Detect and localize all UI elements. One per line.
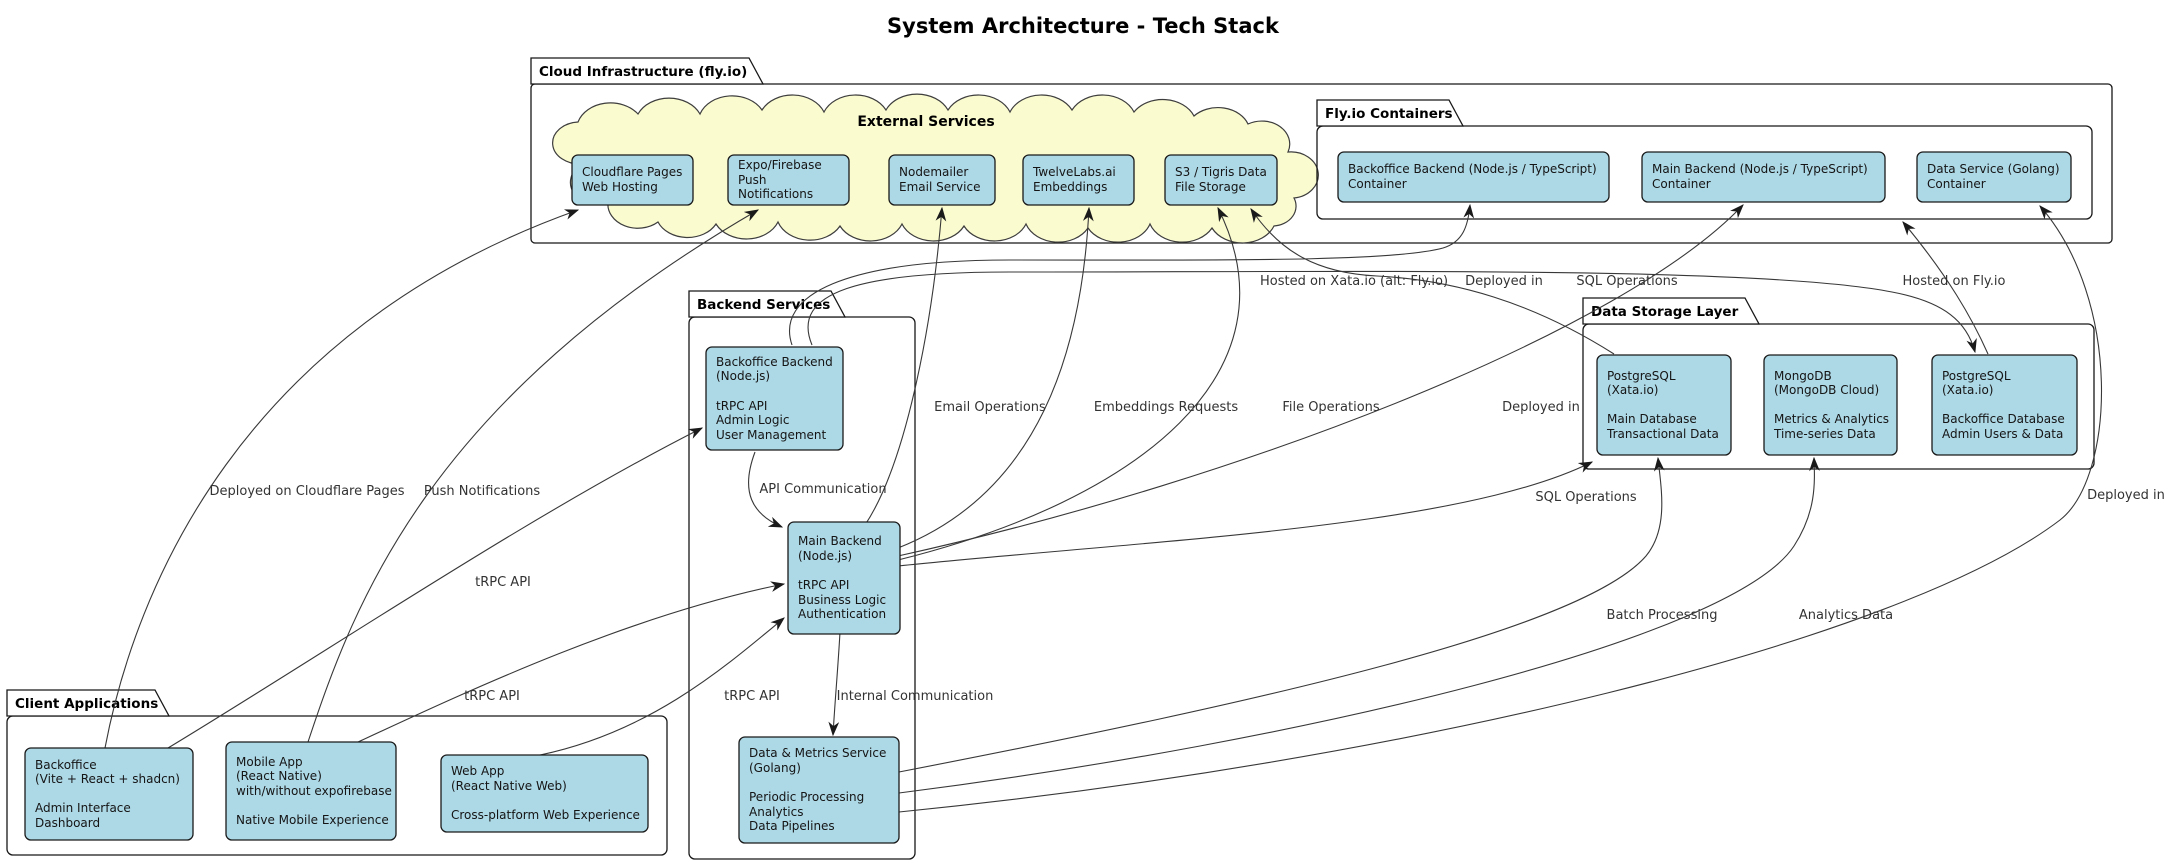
node-main-container — [1641, 151, 1886, 203]
node-main-container-text: Main Backend (Node.js / TypeScript) Cont… — [1652, 162, 1868, 191]
frame-data-storage — [1582, 323, 2095, 470]
node-postgres-main — [1596, 354, 1732, 456]
edge-be-backoffice-to-postgres-backoffice — [807, 270, 1977, 354]
edge-label: tRPC API — [464, 689, 520, 704]
edge-label: Hosted on Fly.io — [1903, 274, 2006, 289]
node-postgres-backoffice-text: PostgreSQL (Xata.io) Backoffice Database… — [1942, 368, 2065, 441]
edge-label: tRPC API — [475, 575, 531, 590]
edge-label: File Operations — [1282, 400, 1380, 415]
edge-labels-layer: Deployed on Cloudflare Pages Push Notifi… — [210, 274, 2165, 704]
node-data-container-text: Data Service (Golang) Container — [1927, 162, 2060, 191]
node-s3-tigris-text: S3 / Tigris Data File Storage — [1175, 165, 1267, 194]
edge-be-data-to-mongodb — [898, 456, 1820, 794]
node-backoffice-backend — [705, 346, 844, 451]
edge-postgres-backoffice-hosted-on-fly — [1902, 221, 1989, 355]
frame-title-external-services: External Services — [857, 114, 994, 130]
node-mongodb — [1763, 354, 1898, 456]
edge-be-main-to-be-data — [828, 631, 841, 737]
node-client-backoffice — [24, 747, 194, 841]
node-backoffice-backend-text: Backoffice Backend (Node.js) tRPC API Ad… — [716, 354, 833, 442]
node-nodemailer — [888, 154, 996, 206]
frame-tab-cloud-infrastructure — [530, 57, 765, 85]
frame-flyio-containers — [1316, 125, 2093, 220]
node-data-container — [1916, 151, 2072, 203]
edge-be-main-to-nodemailer — [864, 206, 947, 526]
node-client-mobile — [225, 741, 397, 841]
edge-be-data-to-postgres-main — [898, 456, 1665, 773]
edge-label: Push Notifications — [424, 484, 541, 499]
edge-postgres-main-hosted-on-xata — [1250, 208, 1615, 355]
node-client-mobile-text: Mobile App (React Native) with/without e… — [236, 754, 392, 827]
edge-label: Deployed in — [1465, 274, 1543, 289]
node-twelvelabs — [1022, 154, 1135, 206]
edge-client-web-to-be-main — [539, 617, 785, 756]
edge-be-backoffice-to-container-backoffice — [789, 203, 1475, 346]
edge-client-mobile-to-be-main — [357, 581, 786, 743]
frame-cloud-infrastructure — [530, 83, 2113, 244]
edge-label: Batch Processing — [1607, 608, 1718, 623]
node-backoffice-container-text: Backoffice Backend (Node.js / TypeScript… — [1348, 162, 1597, 191]
edge-be-main-to-s3 — [897, 206, 1241, 561]
edge-client-mobile-to-expo — [307, 209, 760, 743]
edge-label: Analytics Data — [1799, 608, 1893, 623]
edge-label: SQL Operations — [1535, 490, 1637, 505]
node-s3-tigris — [1164, 154, 1278, 206]
frame-tab-client-applications — [6, 689, 171, 717]
frame-title-backend-services: Backend Services — [697, 297, 830, 313]
edge-be-main-to-twelvelabs — [897, 206, 1094, 549]
edge-label: Deployed on Cloudflare Pages — [210, 484, 405, 499]
edge-be-main-to-container-main — [897, 204, 1744, 557]
frame-client-applications — [6, 715, 668, 856]
page-title: System Architecture - Tech Stack — [887, 14, 1280, 38]
node-cloudflare-pages-text: Cloudflare Pages Web Hosting — [582, 165, 683, 194]
edge-label: tRPC API — [724, 689, 780, 704]
frame-title-client-applications: Client Applications — [15, 696, 158, 712]
node-nodemailer-text: Nodemailer Email Service — [899, 165, 981, 194]
frame-title-cloud-infrastructure: Cloud Infrastructure (fly.io) — [539, 64, 747, 80]
edge-label: Deployed in — [2087, 488, 2165, 503]
node-data-metrics-service — [738, 736, 900, 844]
edge-label: Hosted on Xata.io (alt: Fly.io) — [1260, 274, 1448, 289]
frame-title-flyio-containers: Fly.io Containers — [1325, 106, 1453, 122]
node-client-web-text: Web App (React Native Web) Cross-platfor… — [451, 764, 640, 823]
node-expo-firebase-text: Expo/Firebase Push Notifications — [738, 158, 822, 202]
edge-be-main-to-postgres-main — [897, 461, 1594, 567]
edge-label: Embeddings Requests — [1094, 400, 1238, 415]
edges-layer — [104, 203, 2102, 813]
edge-be-backoffice-to-be-main — [748, 451, 784, 528]
edge-be-data-to-container-data — [898, 205, 2102, 813]
node-data-metrics-service-text: Data & Metrics Service (Golang) Periodic… — [749, 746, 887, 834]
edge-label: Internal Communication — [837, 689, 994, 704]
edge-label: Deployed in — [1502, 400, 1580, 415]
node-client-web — [440, 754, 649, 833]
edge-label: SQL Operations — [1576, 274, 1678, 289]
node-backoffice-container — [1337, 151, 1610, 203]
edge-label: API Communication — [759, 482, 886, 497]
node-main-backend-text: Main Backend (Node.js) tRPC API Business… — [798, 534, 887, 622]
node-mongodb-text: MongoDB (MongoDB Cloud) Metrics & Analyt… — [1774, 368, 1890, 441]
edge-label: Email Operations — [934, 400, 1046, 415]
node-postgres-main-text: PostgreSQL (Xata.io) Main Database Trans… — [1607, 368, 1719, 441]
node-main-backend — [787, 521, 901, 635]
frame-tab-flyio-containers — [1316, 99, 1465, 127]
edge-client-backoffice-to-cloudflare — [104, 209, 580, 749]
frame-tab-backend-services — [688, 290, 847, 318]
node-postgres-backoffice — [1931, 354, 2078, 456]
node-client-backoffice-text: Backoffice (Vite + React + shadcn) Admin… — [35, 757, 180, 830]
frame-tab-data-storage — [1582, 297, 1761, 325]
frame-title-data-storage: Data Storage Layer — [1591, 304, 1739, 320]
node-twelvelabs-text: TwelveLabs.ai Embeddings — [1033, 165, 1116, 194]
edge-client-backoffice-to-be-backoffice — [167, 427, 704, 749]
node-expo-firebase — [727, 154, 850, 206]
nodes-layer — [24, 151, 2078, 844]
node-cloudflare-pages — [571, 154, 694, 206]
